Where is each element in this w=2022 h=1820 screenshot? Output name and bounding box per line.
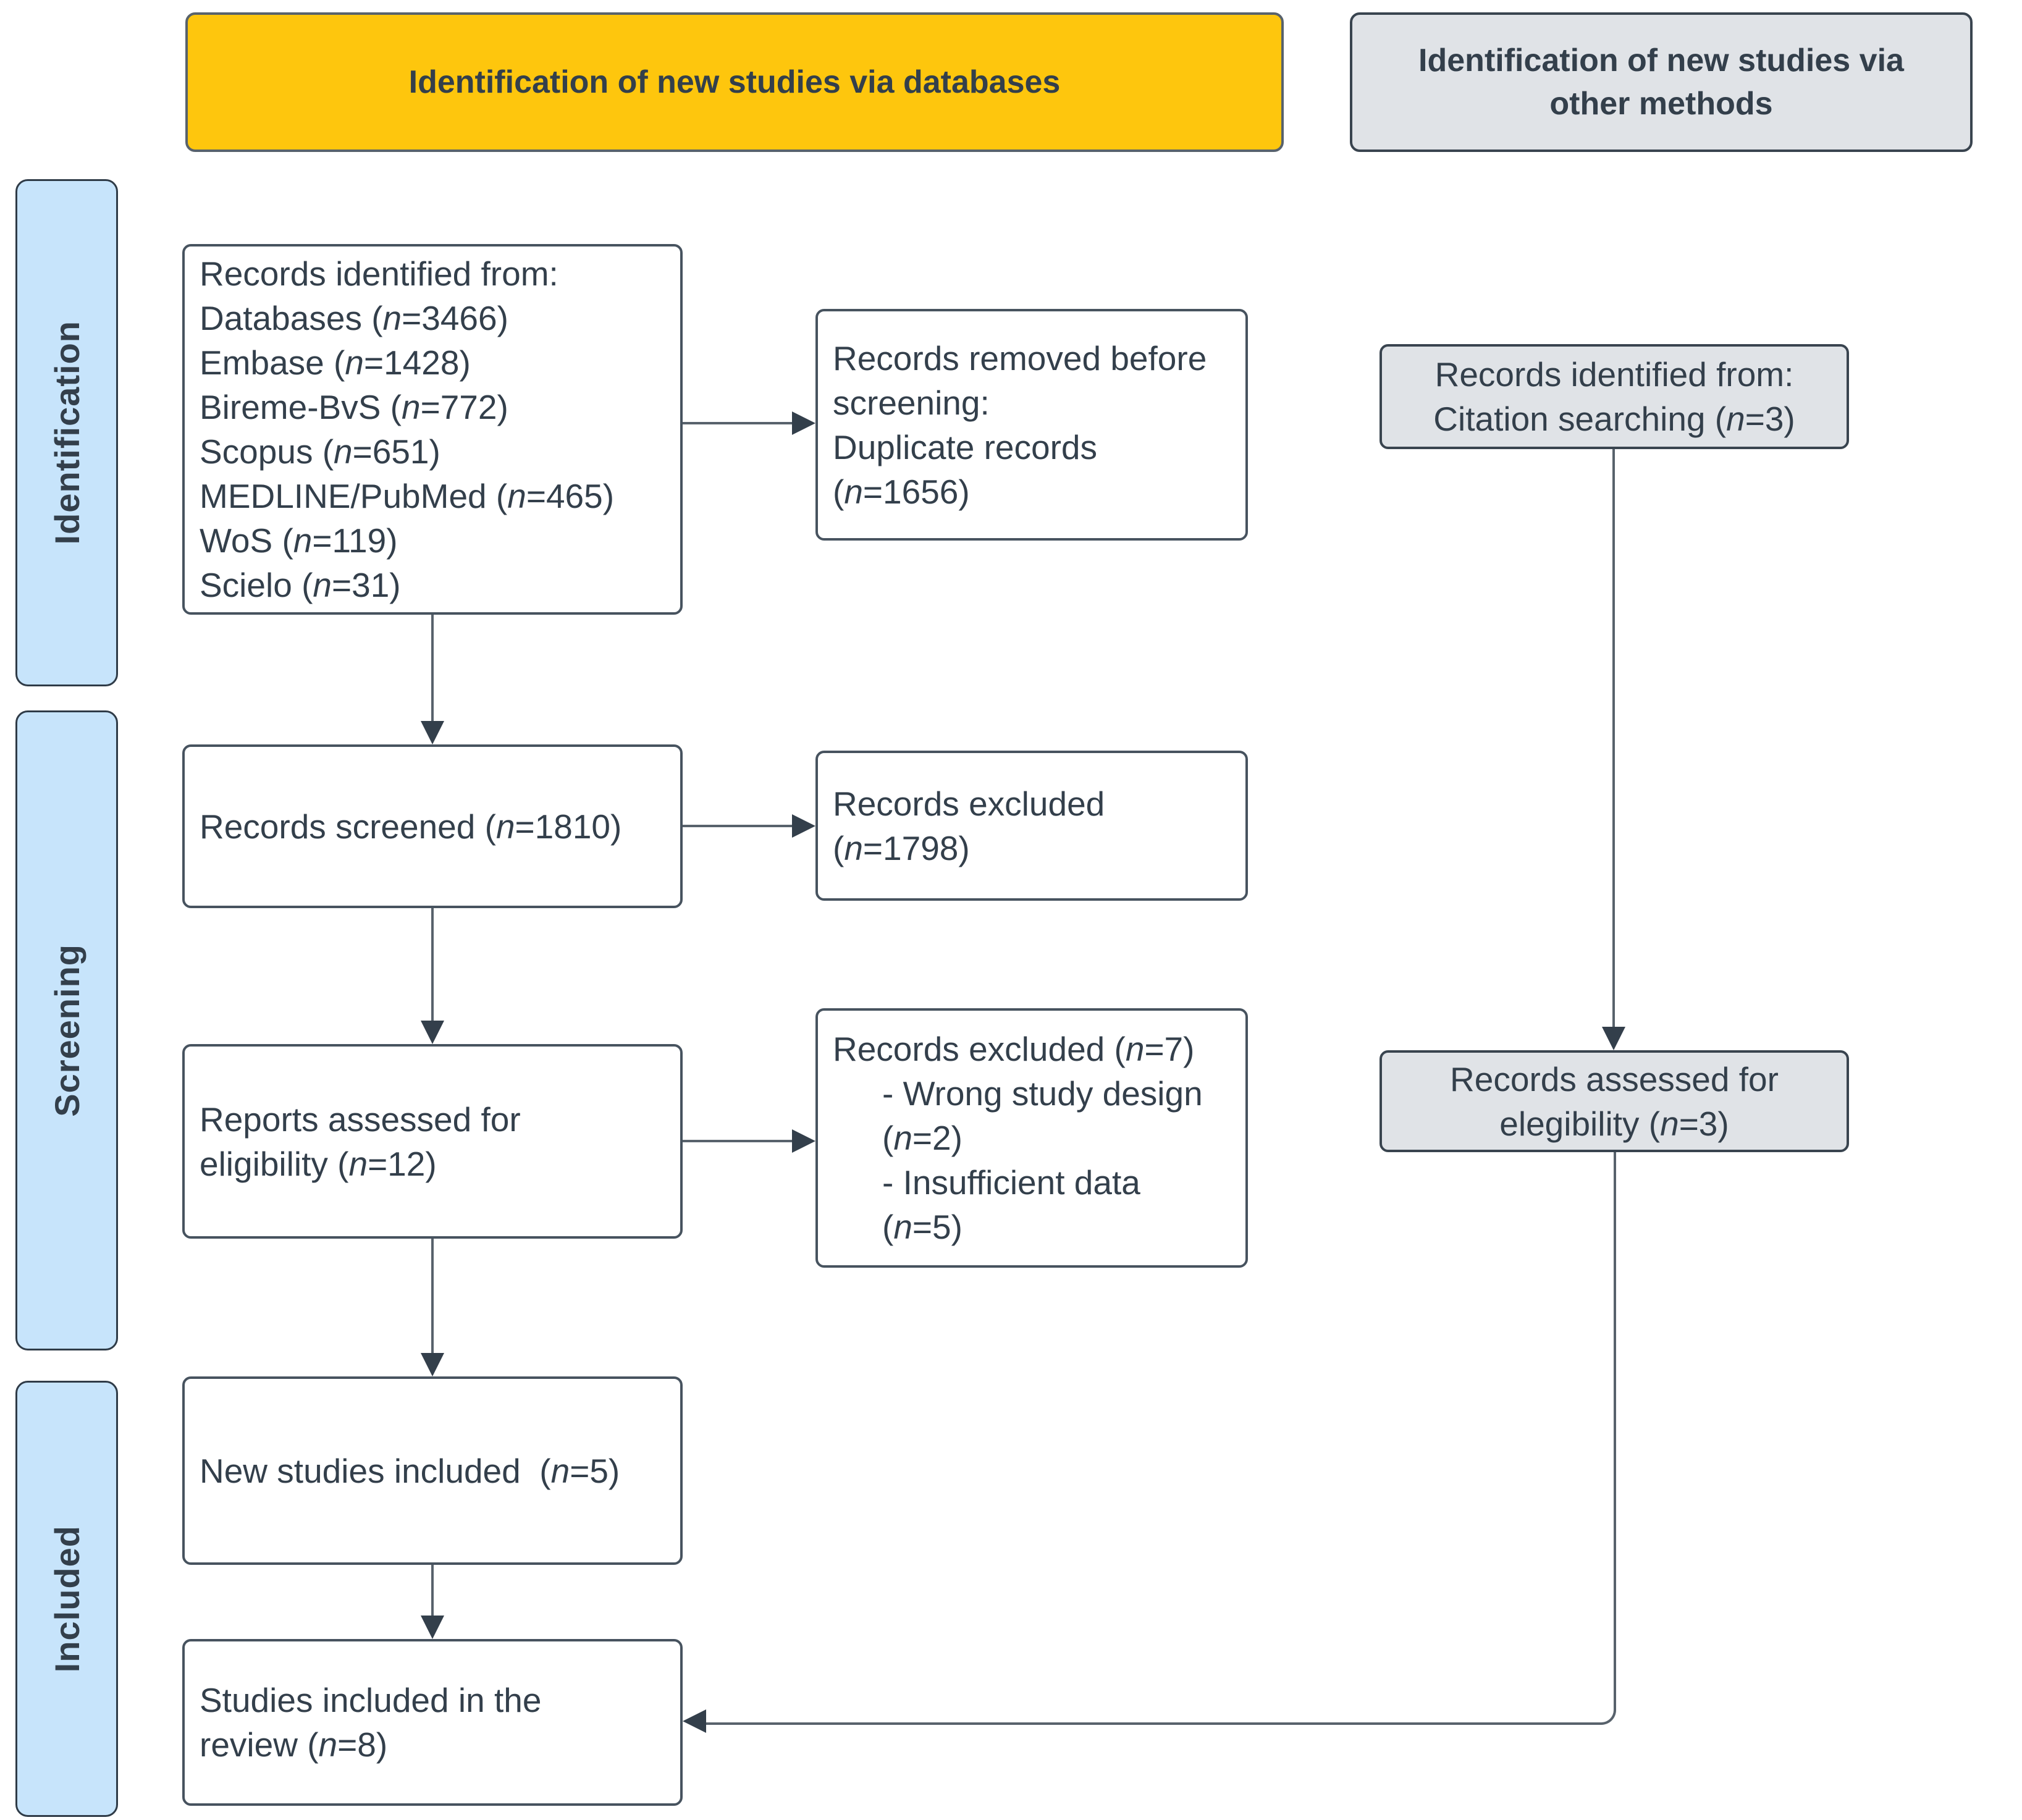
arrowhead-citation-to-assessed [1602, 1027, 1625, 1050]
stage-identification: Identification [15, 179, 118, 686]
arrowhead-identified-to-removed [792, 411, 815, 435]
connector-identified-to-screened [431, 615, 434, 722]
box-line: (n=5) [882, 1208, 963, 1246]
box-line: Records removed before [833, 339, 1207, 377]
box-line: Identification of new studies via [1418, 43, 1904, 78]
stage-screening-label: Screening [47, 944, 86, 1117]
box-line: screening: [833, 383, 990, 422]
header-databases: Identification of new studies via databa… [185, 12, 1284, 152]
arrowhead-citation-assessed-to-included [683, 1709, 706, 1733]
box-line: Records excluded (n=7) [833, 1030, 1195, 1068]
box-studies-included: Studies included in the review (n=8) [182, 1639, 683, 1806]
arrowhead-assessed-to-excluded [792, 1129, 815, 1153]
box-line: MEDLINE/PubMed (n=465) [200, 477, 615, 515]
stage-included-label: Included [47, 1525, 86, 1673]
box-line: Embase (n=1428) [200, 343, 471, 382]
box-line: elegibility (n=3) [1499, 1104, 1729, 1143]
stage-screening: Screening [15, 710, 118, 1350]
connector-citation-assessed-to-included [706, 1152, 1616, 1725]
box-line: - Insufficient data [882, 1163, 1140, 1202]
box-line: (n=2) [882, 1119, 963, 1157]
box-citation-assessed: Records assessed for elegibility (n=3) [1380, 1050, 1849, 1152]
box-line: Citation searching (n=3) [1433, 400, 1795, 438]
box-new-studies: New studies included (n=5) [182, 1376, 683, 1565]
stage-identification-label: Identification [47, 321, 86, 545]
connector-screened-to-assessed [431, 908, 434, 1022]
connector-assessed-to-excluded [683, 1140, 793, 1142]
header-other-methods: Identification of new studies via other m… [1350, 12, 1973, 152]
box-records-screened: Records screened (n=1810) [182, 744, 683, 908]
connector-assessed-to-new-studies [431, 1239, 434, 1354]
box-line: review (n=8) [200, 1725, 388, 1764]
box-line: Scopus (n=651) [200, 432, 440, 471]
connector-identified-to-removed [683, 422, 793, 424]
box-records-identified: Records identified from: Databases (n=346… [182, 244, 683, 615]
connector-new-studies-to-included [431, 1565, 434, 1617]
box-line: Studies included in the [200, 1681, 542, 1719]
box-records-excluded-screening: Records excluded (n=1798) [815, 751, 1248, 901]
arrowhead-screened-to-excluded [792, 814, 815, 838]
box-line: New studies included (n=5) [200, 1451, 620, 1490]
box-citation-identified: Records identified from: Citation searchi… [1380, 344, 1849, 449]
connector-citation-to-assessed [1612, 449, 1615, 1028]
box-line: (n=1656) [833, 472, 970, 511]
box-line: (n=1798) [833, 828, 970, 867]
box-line: Reports assessed for [200, 1100, 521, 1139]
box-line: Scielo (n=31) [200, 566, 401, 604]
stage-included: Included [15, 1381, 118, 1817]
box-line: Records identified from: [1434, 355, 1794, 394]
box-line: Databases (n=3466) [200, 299, 508, 337]
arrowhead-identified-to-screened [421, 721, 444, 744]
box-line: other methods [1549, 86, 1773, 122]
box-line: Records assessed for [1450, 1060, 1779, 1098]
box-line: - Wrong study design [882, 1074, 1203, 1113]
box-line: Records screened (n=1810) [200, 807, 622, 846]
box-line: WoS (n=119) [200, 521, 398, 560]
box-line: Records excluded [833, 784, 1105, 823]
box-line: eligibility (n=12) [200, 1144, 437, 1183]
box-reports-assessed: Reports assessed for eligibility (n=12) [182, 1044, 683, 1239]
arrowhead-assessed-to-new-studies [421, 1353, 444, 1376]
connector-screened-to-excluded [683, 825, 793, 827]
arrowhead-new-studies-to-included [421, 1616, 444, 1639]
box-line: Duplicate records [833, 428, 1097, 466]
box-line: Bireme-BvS (n=772) [200, 388, 508, 426]
box-records-removed: Records removed before screening: Duplicat… [815, 309, 1248, 541]
box-records-excluded-eligibility: Records excluded (n=7) - Wrong study desi… [815, 1008, 1248, 1268]
arrowhead-screened-to-assessed [421, 1021, 444, 1044]
box-line: Records identified from: [200, 255, 558, 293]
